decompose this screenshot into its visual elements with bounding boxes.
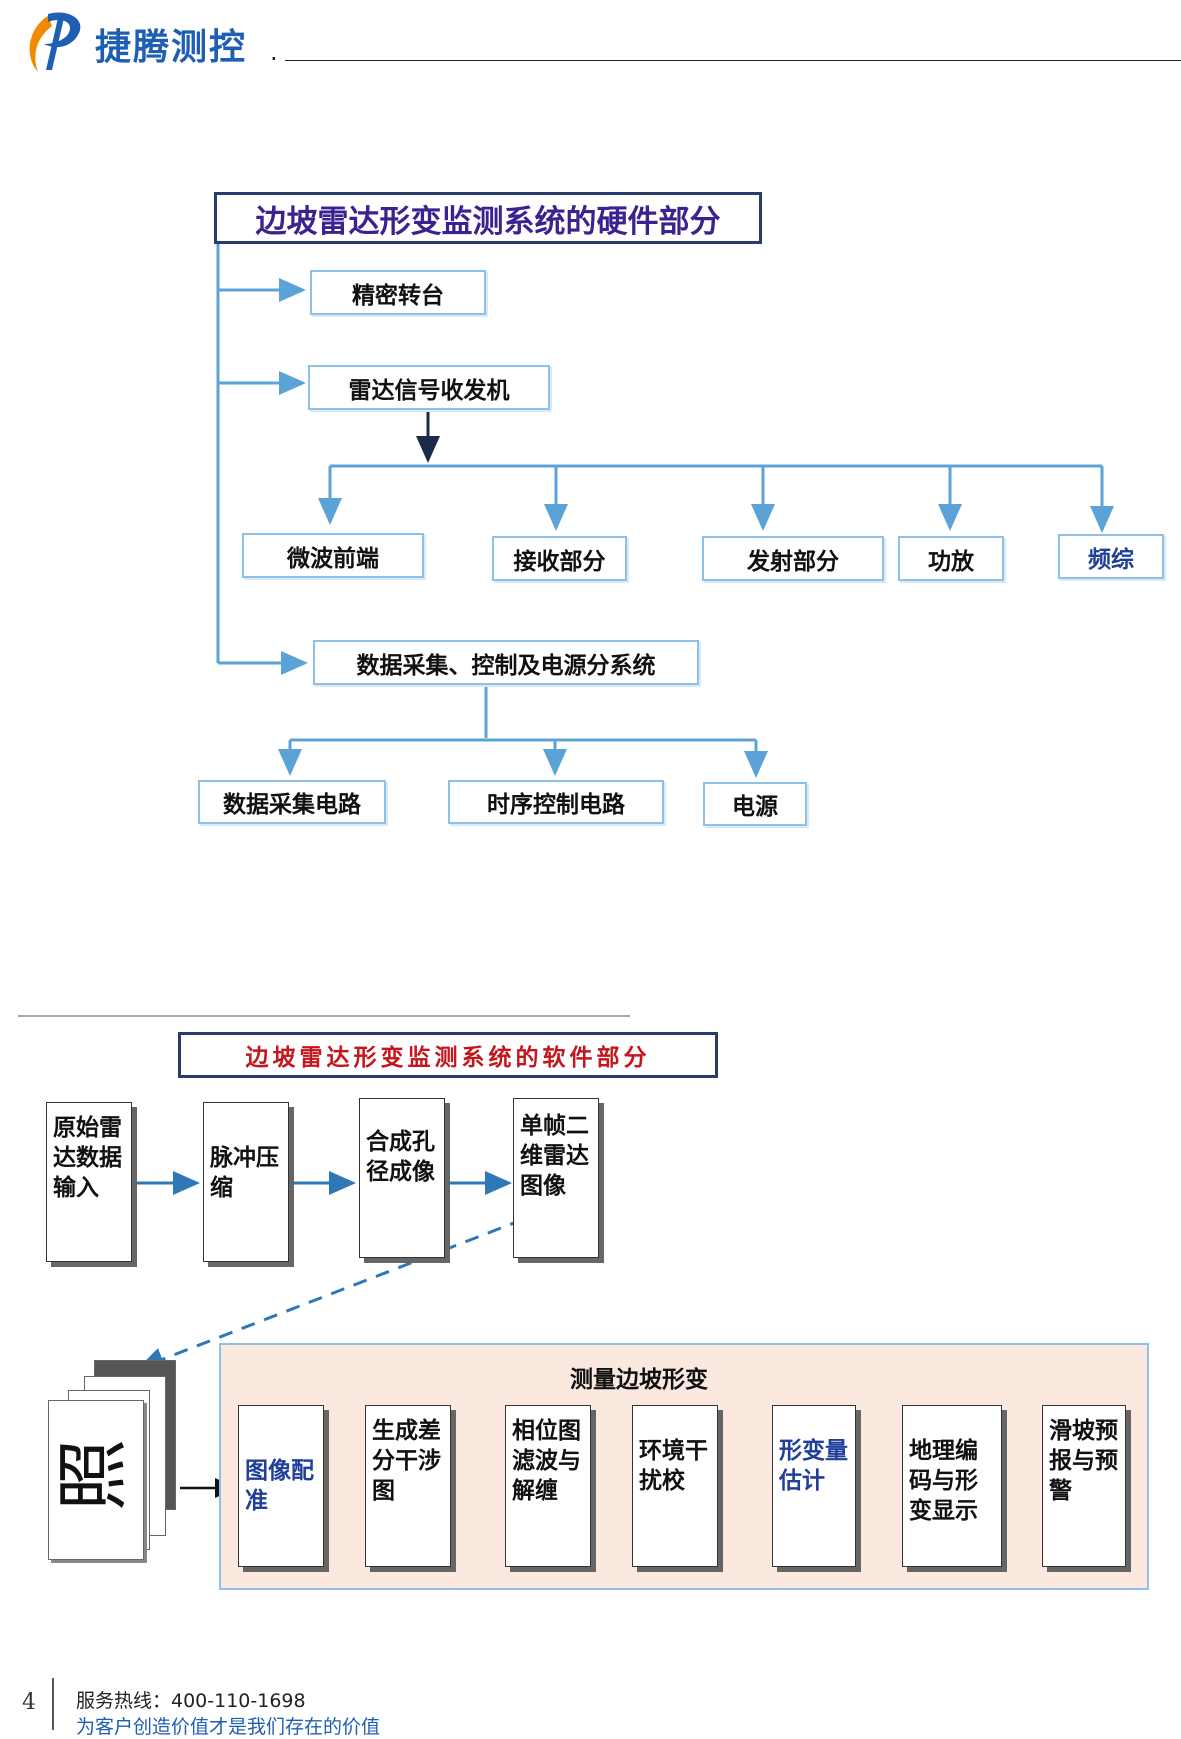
- measure-step-atmo-correction: 环境干扰校: [632, 1405, 718, 1567]
- hardware-title: 边坡雷达形变监测系统的硬件部分: [214, 192, 762, 244]
- hw-box-synthesizer: 频综: [1058, 534, 1164, 579]
- hw-box-power-supply: 电源: [703, 782, 807, 826]
- sw-step-sar-imaging: 合成孔径成像: [359, 1098, 445, 1258]
- footer-hotline: 服务热线：400-110-1698: [76, 1690, 306, 1712]
- measure-step-registration: 图像配准: [238, 1405, 324, 1567]
- software-title: 边坡雷达形变监测系统的软件部分: [178, 1032, 718, 1078]
- stack-page-glyph: 照: [51, 1438, 136, 1512]
- hw-box-daq-circuit: 数据采集电路: [198, 780, 386, 824]
- sw-step-raw-input: 原始雷达数据输入: [46, 1102, 132, 1262]
- brand-dot: .: [270, 38, 278, 66]
- image-stack-icon: 照: [48, 1360, 180, 1560]
- measure-step-deformation-estimate: 形变量估计: [772, 1405, 856, 1567]
- hardware-connectors: [216, 244, 1114, 778]
- footer-divider: [52, 1678, 54, 1730]
- hw-box-receiver: 接收部分: [492, 536, 627, 581]
- hw-box-microwave-frontend: 微波前端: [242, 533, 424, 578]
- measure-step-landslide-warning: 滑坡预报与预警: [1042, 1405, 1126, 1567]
- sw-step-pulse-compress: 脉冲压缩: [203, 1102, 289, 1262]
- hw-box-power-amp: 功放: [898, 536, 1004, 581]
- section-divider: [18, 1015, 630, 1017]
- sw-step-2d-image: 单帧二维雷达图像: [513, 1098, 599, 1258]
- measure-panel-title: 测量边坡形变: [570, 1367, 708, 1393]
- page-number: 4: [22, 1690, 36, 1715]
- brand-name: 捷腾测控: [95, 27, 248, 68]
- footer-slogan: 为客户创造价值才是我们存在的价值: [76, 1716, 381, 1738]
- hw-box-transmitter: 发射部分: [702, 536, 884, 581]
- hw-box-timing-circuit: 时序控制电路: [448, 780, 664, 824]
- measure-step-phase-filter: 相位图滤波与解缠: [505, 1405, 591, 1567]
- hw-box-daq-system: 数据采集、控制及电源分系统: [313, 640, 699, 685]
- header-rule: [285, 60, 1181, 61]
- measure-step-geocoding: 地理编码与形变显示: [902, 1405, 1002, 1567]
- hw-box-transceiver: 雷达信号收发机: [308, 365, 550, 410]
- measure-step-interferogram: 生成差分干涉图: [365, 1405, 451, 1567]
- brand-logo-icon: [18, 8, 90, 78]
- hw-box-turntable: 精密转台: [310, 270, 486, 315]
